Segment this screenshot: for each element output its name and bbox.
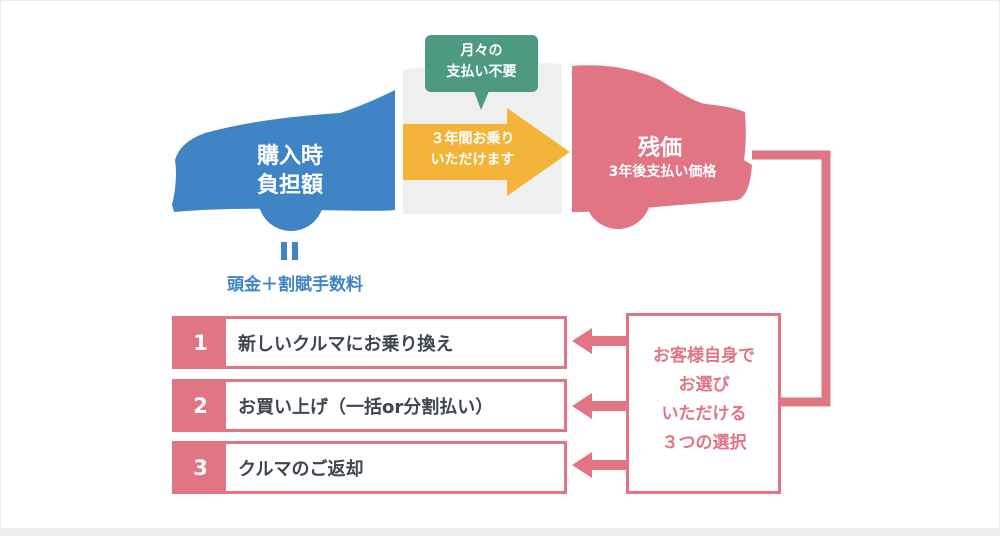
option-item-2: 2 お買い上げ（一括or分割払い） — [172, 379, 567, 432]
option-label: お買い上げ（一括or分割払い） — [238, 396, 494, 418]
ride-arrow-line2: いただけます — [430, 152, 515, 168]
option-arrow-3 — [572, 452, 628, 478]
residual-car-shape — [572, 65, 752, 229]
choice-line-2: お選び — [678, 375, 730, 395]
option-item-3: 3 クルマのご返却 — [172, 441, 567, 494]
ride-arrow-line1: ３年間お乗り — [430, 131, 515, 147]
option-arrow-2 — [572, 393, 628, 419]
purchase-label-line1: 購入時 — [256, 144, 323, 169]
monthly-bubble-line2: 支払い不要 — [446, 64, 517, 80]
option-label: 新しいクルマにお乗り換え — [238, 333, 454, 355]
purchase-label: 購入時 負担額 — [215, 142, 365, 200]
choice-box — [626, 313, 781, 494]
option-number: 3 — [175, 444, 226, 491]
connector-line — [752, 150, 831, 407]
monthly-bubble-line1: 月々の — [460, 43, 503, 59]
monthly-bubble-text: 月々の 支払い不要 — [425, 41, 538, 83]
ride-arrow-shape — [403, 108, 570, 196]
monthly-bubble-pointer — [474, 91, 489, 110]
choice-box-text: お客様自身で お選び いただける ３つの選択 — [629, 342, 779, 458]
purchase-formula: 頭金＋割賦手数料 — [227, 275, 363, 295]
bottom-band — [0, 528, 1000, 536]
purchase-label-line2: 負担額 — [256, 173, 323, 198]
choice-line-4: ３つの選択 — [661, 433, 747, 453]
equals-icon: = — [281, 242, 301, 260]
monthly-bubble-shape — [425, 35, 538, 110]
residual-car-body — [572, 65, 752, 212]
purchase-car-shape — [172, 90, 395, 231]
choice-line-3: いただける — [661, 404, 747, 424]
residual-title: 残価 — [637, 136, 682, 161]
purchase-car-body — [172, 90, 395, 212]
choice-line-1: お客様自身で — [653, 346, 755, 366]
residual-subtitle: 3年後支払い価格 — [608, 164, 717, 180]
option-item-1: 1 新しいクルマにお乗り換え — [172, 316, 567, 369]
option-arrow-1 — [572, 328, 628, 354]
option-label: クルマのご返却 — [238, 458, 364, 480]
option-number: 1 — [175, 319, 226, 366]
monthly-bubble-body — [425, 35, 538, 92]
ride-arrow-text: ３年間お乗り いただけます — [405, 129, 540, 171]
option-number: 2 — [175, 382, 226, 429]
